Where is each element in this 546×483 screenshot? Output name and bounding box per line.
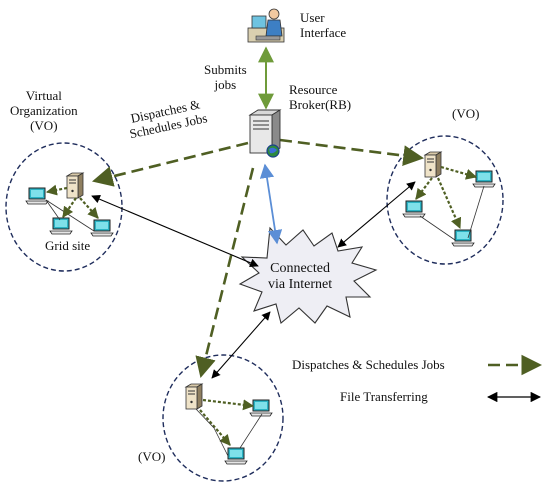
monitor-icon — [472, 170, 496, 188]
submits-jobs-line1: Submits — [204, 62, 247, 77]
monitor-icon — [402, 200, 426, 218]
resource-broker-line2: Broker(RB) — [289, 97, 352, 112]
internet-label-line1: Connected — [270, 261, 330, 276]
user-interface-label-line2: Interface — [300, 25, 347, 40]
virtual-organization-line1: Virtual — [25, 88, 62, 103]
user-interface-label: User Interface — [300, 10, 346, 40]
dispatch-line-right — [279, 138, 425, 166]
monitor-icon — [451, 229, 475, 247]
file-transfer-bottom — [211, 311, 271, 379]
monitor-icon — [49, 217, 73, 235]
vo-bottom-site — [185, 383, 273, 465]
server-tower-icon — [424, 151, 442, 178]
vo-left-site — [25, 172, 114, 237]
resource-broker-label: Resource Broker(RB) — [289, 82, 351, 112]
vo-circle-bottom — [162, 354, 284, 482]
dispatch-line-left — [91, 141, 249, 187]
virtual-organization-line2: Organization — [10, 103, 78, 118]
broker-internet-link — [259, 163, 283, 245]
server-tower-icon — [185, 383, 203, 410]
user-interface-label-line1: User — [300, 10, 325, 25]
dispatch-line-bottom — [195, 167, 255, 379]
virtual-organization-line3: (VO) — [30, 118, 58, 133]
legend-file-transfer-label: File Transferring — [340, 389, 428, 404]
file-transfer-right — [337, 181, 416, 248]
vo-right-label: (VO) — [452, 106, 480, 121]
vo-bottom-label: (VO) — [138, 449, 166, 464]
legend-dispatch-label: Dispatches & Schedules Jobs — [292, 357, 445, 372]
resource-broker-line1: Resource — [289, 82, 338, 97]
vo-circle-right — [386, 135, 504, 265]
monitor-icon — [90, 219, 114, 237]
internet-label: Connected via Internet — [268, 261, 332, 293]
internet-cloud-icon — [238, 226, 378, 324]
internet-label-line2: via Internet — [268, 277, 333, 292]
file-transfer-left — [91, 195, 259, 267]
monitor-icon — [224, 447, 248, 465]
monitor-icon — [249, 399, 273, 417]
grid-site-label: Grid site — [45, 238, 91, 253]
submits-jobs-label: Submits jobs — [204, 62, 247, 92]
vo-right-site — [402, 151, 496, 247]
monitor-icon — [25, 187, 49, 205]
server-tower-icon — [66, 172, 84, 199]
resource-broker-icon — [248, 109, 282, 158]
virtual-organization-label: Virtual Organization (VO) — [10, 88, 78, 133]
submits-jobs-line2: jobs — [214, 77, 237, 92]
user-workstation-icon — [247, 8, 285, 43]
